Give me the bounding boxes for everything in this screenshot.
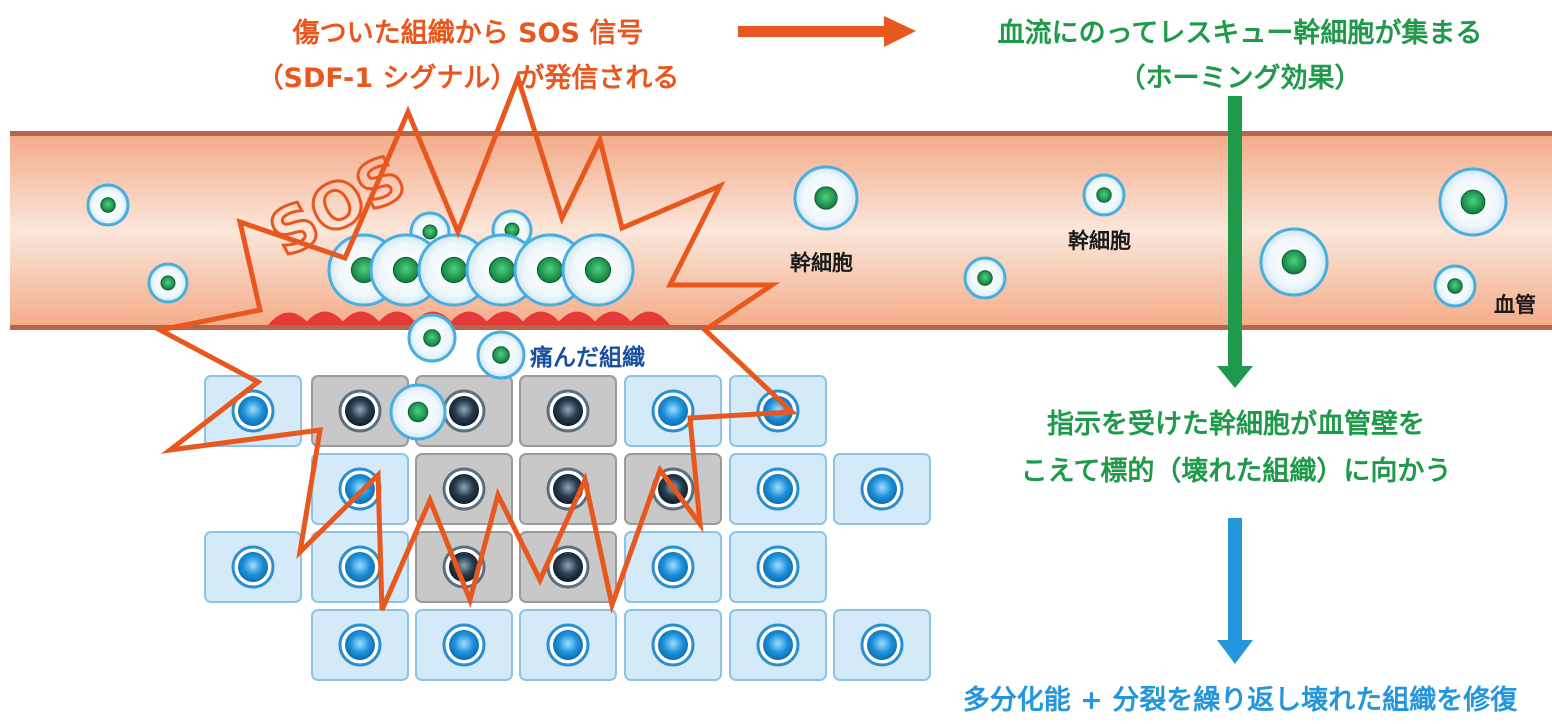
blood-vessel-label: 血管 (1494, 293, 1536, 317)
repair-arrow-icon (1217, 518, 1253, 664)
flow-arrow-icon (738, 16, 916, 47)
vessel-wall-top (10, 131, 1552, 136)
homing-heading-line2: （ホーミング効果） (1119, 62, 1362, 94)
tissue-cell (729, 453, 827, 525)
stem-cell (1438, 167, 1508, 237)
sos-signal-heading-line2: （SDF-1 シグナル）が発信される (257, 62, 680, 94)
homing-heading-line1: 血流にのってレスキュー幹細胞が集まる (998, 17, 1483, 49)
stem-cell (389, 383, 447, 441)
tissue-cell (624, 531, 722, 603)
stem-cell (793, 165, 859, 231)
tissue-cells (204, 375, 931, 681)
tissue-cell (311, 453, 409, 525)
tissue-cell (204, 531, 302, 603)
tissue-cell (311, 609, 409, 681)
stem-cell (561, 233, 635, 307)
vessel-wall-bottom (10, 325, 1552, 330)
stem-cell (1259, 227, 1329, 297)
stem-cell (476, 330, 526, 380)
stem-cell-label-2: 幹細胞 (1068, 229, 1131, 253)
stem-cell (1433, 264, 1477, 308)
stem-cells (86, 165, 1508, 441)
damaged-tissue-cell (519, 531, 617, 603)
homing-arrow-icon (1217, 96, 1253, 388)
tissue-cell (729, 609, 827, 681)
migrate-caption-line1: 指示を受けた幹細胞が血管壁を (1047, 408, 1425, 440)
damaged-tissue-cell (519, 375, 617, 447)
damaged-wall-bumps (268, 311, 670, 325)
tissue-cell (204, 375, 302, 447)
tissue-cell (833, 453, 931, 525)
sos-burst-outline (152, 70, 798, 615)
stem-cell (1082, 173, 1126, 217)
sos-signal-heading-line1: 傷ついた組織から SOS 信号 (292, 17, 644, 49)
repair-caption: 多分化能 + 分裂を繰り返し壊れた組織を修復 (963, 684, 1518, 716)
stem-cell (86, 183, 130, 227)
stem-cell (147, 262, 189, 304)
tissue-cell (729, 531, 827, 603)
stem-cell-label-1: 幹細胞 (790, 251, 853, 275)
tissue-cell (624, 375, 722, 447)
tissue-cell (415, 609, 513, 681)
stem-cell (407, 313, 457, 363)
tissue-cell (833, 609, 931, 681)
damaged-tissue-cell (415, 453, 513, 525)
tissue-cell (311, 531, 409, 603)
damaged-tissue-label: 痛んだ組織 (530, 344, 645, 371)
migrate-caption-line2: こえて標的（壊れた組織）に向かう (1021, 455, 1452, 487)
stem-cell (963, 256, 1007, 300)
tissue-cell (624, 609, 722, 681)
tissue-cell (519, 609, 617, 681)
